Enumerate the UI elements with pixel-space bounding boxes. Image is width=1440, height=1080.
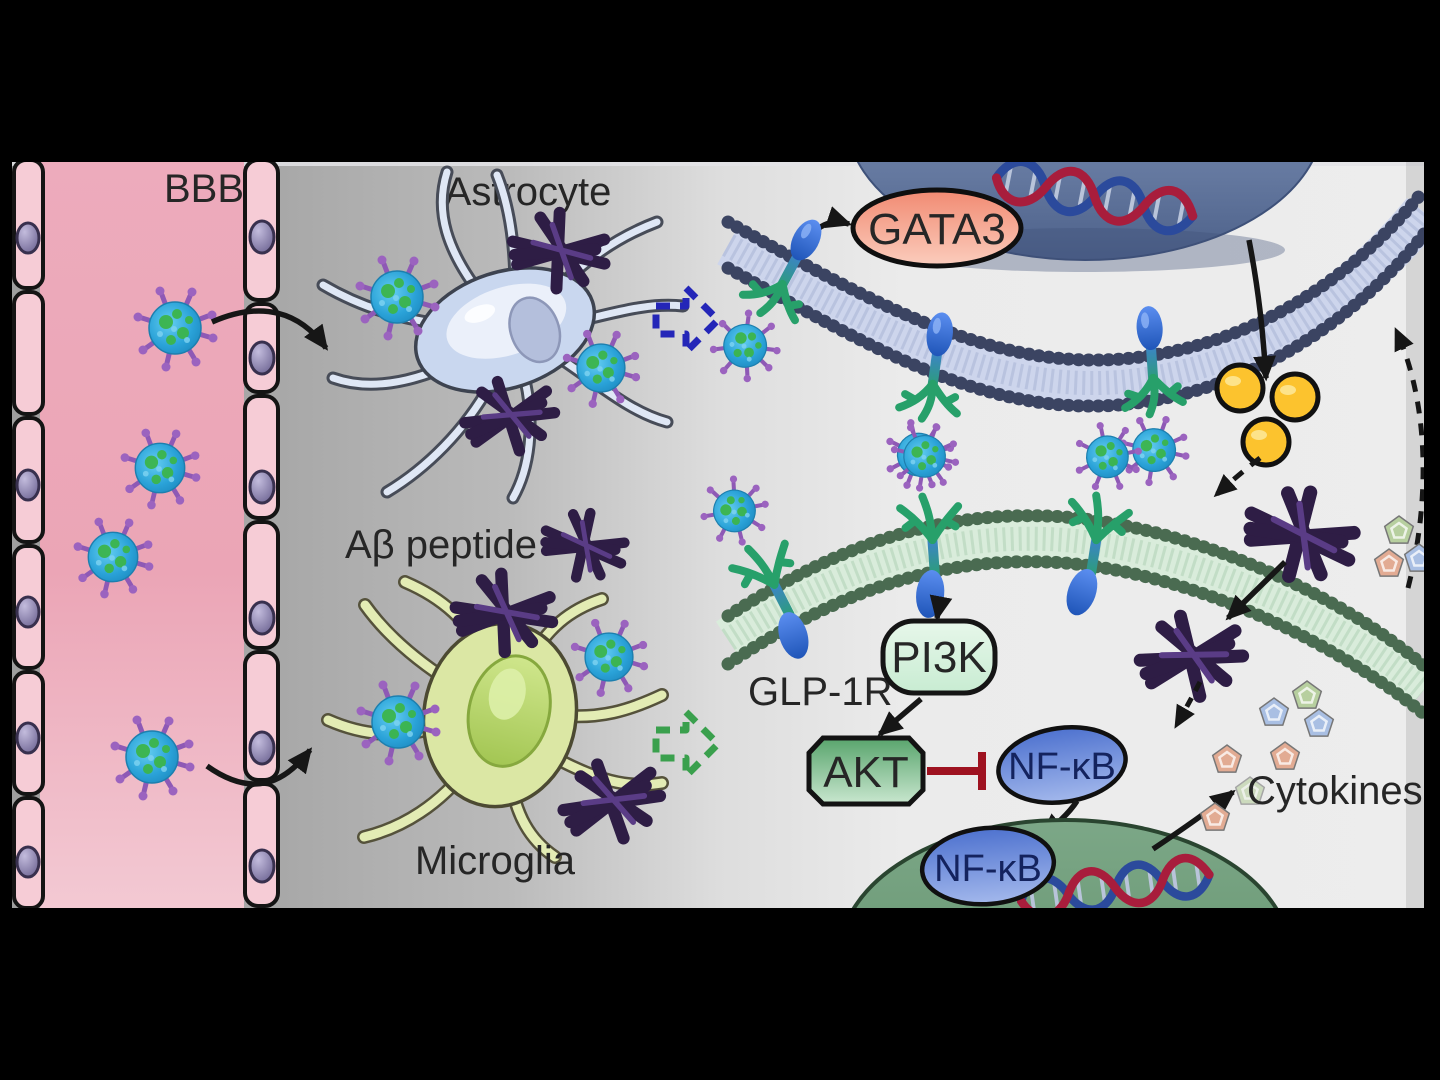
membrane-lipid-tails	[722, 204, 1424, 395]
arrow-bbb-to-astrocyte	[210, 308, 329, 351]
nfkb-cytoplasm-label: NF-κB	[1008, 746, 1116, 788]
pi3k-label: PI3K	[891, 633, 986, 682]
nfkb-nucleus-node	[919, 825, 1057, 907]
vessel-lumen	[40, 162, 244, 908]
endothelial-wall-right	[243, 162, 280, 908]
membrane-lipid-tails	[721, 526, 1424, 700]
microglia-label: Microglia	[415, 839, 576, 883]
endothelial-nuclei-left	[15, 221, 41, 879]
dashed-arrow-abeta-down	[1173, 680, 1203, 729]
pi3k-node	[880, 618, 998, 696]
akt-label: AKT	[823, 748, 909, 797]
microglia-highlight	[488, 668, 526, 720]
arrow-pi3k-to-akt	[877, 696, 923, 737]
arrow-nucleus-to-cytokines	[1151, 789, 1236, 852]
inhibition-tbar	[927, 752, 986, 790]
cytokines-label: Cytokines	[1247, 769, 1423, 813]
membrane-bead-row	[721, 183, 1424, 367]
secreted-vesicles	[1214, 362, 1321, 468]
arrow-bbb-to-microglia	[205, 747, 313, 787]
astrocyte-nucleus	[508, 296, 562, 364]
arrow-receptor-to-pi3k	[929, 594, 953, 622]
membrane-bead-row	[721, 227, 1424, 413]
bbb-label: BBB	[164, 167, 244, 211]
figure-content: BBB Astrocyte	[12, 162, 1424, 908]
neuron-membrane	[715, 509, 1424, 721]
arrow-nucleus-to-vesicles	[1246, 239, 1276, 382]
gata3-node	[850, 187, 1024, 269]
astrocyte-label: Astrocyte	[445, 170, 612, 214]
dashed-arrow-vesicles-to-neuron	[1213, 456, 1262, 498]
arrow-abeta-entering-neuron	[1225, 560, 1287, 621]
nfkb-cytoplasm-node	[996, 725, 1128, 805]
astrocyte-cell	[316, 165, 690, 505]
frame-inner-highlight	[12, 162, 1424, 166]
akt-node	[806, 735, 926, 807]
astrocyte-highlight	[464, 304, 496, 323]
nfkb-nucleus-label: NF-κB	[934, 848, 1042, 890]
glp1r-label: GLP-1R	[748, 670, 893, 714]
gata3-label: GATA3	[868, 205, 1006, 254]
abeta-label: Aβ peptide	[345, 523, 537, 567]
astrocyte-membrane	[717, 183, 1424, 413]
membrane-bead-row	[721, 555, 1424, 721]
blood-vessel: BBB	[12, 162, 280, 908]
membrane-bead-row	[721, 509, 1424, 673]
endothelial-nuclei-right	[248, 219, 276, 884]
